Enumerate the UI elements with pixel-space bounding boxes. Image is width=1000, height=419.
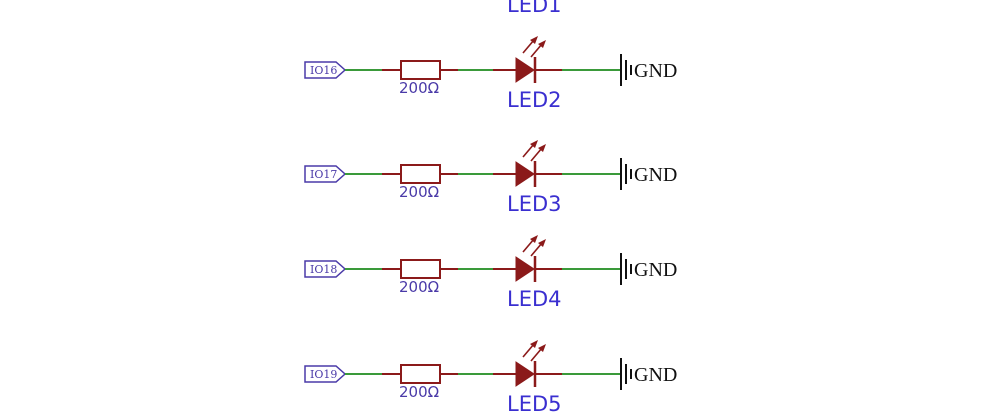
circuit-row: IO18 200Ω LED4 GND [304, 235, 677, 311]
resistor-value: 200Ω [399, 183, 439, 201]
resistor-value: 200Ω [399, 383, 439, 401]
led-light-arrow [530, 43, 543, 58]
circuit-row: IO19 200Ω LED5 GND [304, 340, 677, 416]
led-light-arrowhead [530, 235, 538, 243]
resistor-body [400, 259, 441, 279]
ground-label: GND [634, 60, 677, 82]
led-light-arrowhead [538, 344, 546, 352]
led-light-arrowhead [530, 340, 538, 348]
led-designator: LED3 [507, 192, 562, 216]
resistor-body [400, 60, 441, 80]
resistor-value: 200Ω [399, 79, 439, 97]
net-port-flag [304, 260, 347, 278]
led-light-arrow [522, 238, 535, 253]
led-designator: LED5 [507, 392, 562, 416]
ground-label: GND [634, 364, 677, 386]
led-diode-triangle [515, 161, 535, 187]
circuit-row: IO16 200Ω LED2 GND [304, 36, 677, 112]
led-light-arrow [530, 242, 543, 257]
net-port-flag [304, 365, 347, 383]
net-port-label: IO19 [310, 368, 337, 381]
led-diode-triangle [515, 256, 535, 282]
net-port-flag [304, 165, 347, 183]
led-light-arrow [522, 343, 535, 358]
net-port-label: IO17 [310, 168, 337, 181]
ground-label: GND [634, 164, 677, 186]
resistor-value: 200Ω [399, 278, 439, 296]
led-light-arrow [530, 347, 543, 362]
led-light-arrowhead [538, 239, 546, 247]
circuit-row: IO17 200Ω LED3 GND [304, 140, 677, 216]
led-light-arrow [522, 143, 535, 158]
net-port-label: IO18 [310, 263, 337, 276]
led-diode-triangle [515, 57, 535, 83]
ground-label: GND [634, 259, 677, 281]
led-light-arrowhead [538, 144, 546, 152]
led1-label: LED1 [507, 0, 562, 17]
led-light-arrow [522, 39, 535, 54]
net-port-label: IO16 [310, 64, 337, 77]
net-port-flag [304, 61, 347, 79]
led-light-arrow [530, 147, 543, 162]
led-designator: LED4 [507, 287, 562, 311]
resistor-body [400, 364, 441, 384]
resistor-body [400, 164, 441, 184]
led-designator: LED2 [507, 88, 562, 112]
led-light-arrowhead [538, 40, 546, 48]
led-diode-triangle [515, 361, 535, 387]
led-light-arrowhead [530, 36, 538, 44]
led-light-arrowhead [530, 140, 538, 148]
